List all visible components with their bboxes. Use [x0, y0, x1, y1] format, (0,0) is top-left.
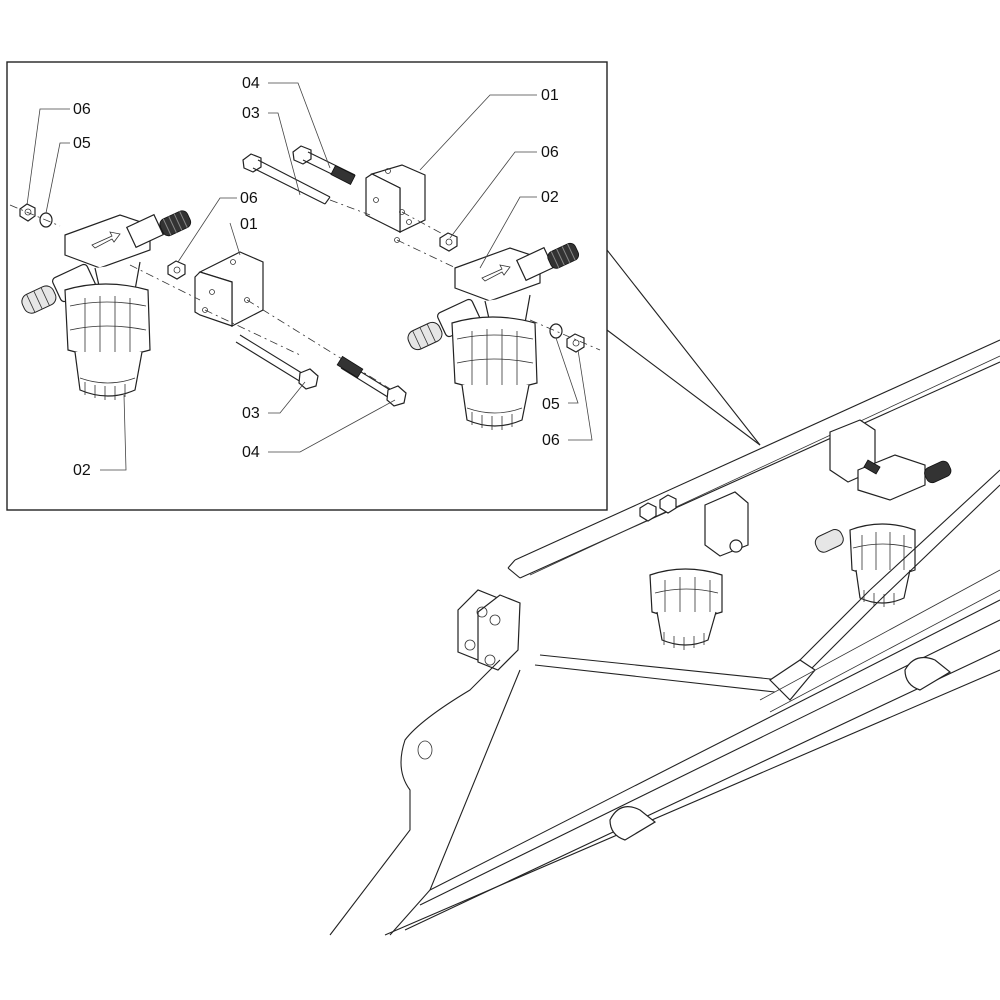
nut-06-mid [167, 260, 186, 280]
callout-06-upper: 06 [541, 144, 559, 161]
washer-05-right [549, 323, 563, 339]
detail-inset-frame [6, 61, 608, 511]
magnifier-line-top [606, 249, 761, 446]
boom-assembly [329, 339, 1000, 936]
magnifier-line-bottom [606, 329, 761, 446]
callout-01-top: 01 [541, 87, 559, 104]
callout-06-mid: 06 [240, 190, 258, 207]
bolt-04-upper [292, 145, 356, 185]
callout-05-left: 05 [73, 135, 91, 152]
callout-04-top: 04 [242, 75, 260, 92]
bolt-04-lower [336, 355, 407, 407]
leader-lines [26, 82, 593, 471]
nut-06-right [566, 333, 585, 353]
bracket-left [194, 251, 264, 327]
callout-02-right: 02 [541, 189, 559, 206]
callout-03-top: 03 [242, 105, 260, 122]
callout-05-right: 05 [542, 396, 560, 413]
callout-06-left: 06 [73, 101, 91, 118]
callout-06-right: 06 [542, 432, 560, 449]
bracket-upper [365, 164, 426, 243]
filter-right [407, 242, 580, 430]
callout-01-mid: 01 [240, 216, 258, 233]
bolt-03-upper [242, 153, 331, 205]
callout-02-left: 02 [73, 462, 91, 479]
callout-04-lower: 04 [242, 444, 260, 461]
callout-03-lower: 03 [242, 405, 260, 422]
bolt-03-lower [235, 334, 319, 390]
nut-06-upper [439, 232, 458, 252]
filter-left [21, 210, 192, 400]
